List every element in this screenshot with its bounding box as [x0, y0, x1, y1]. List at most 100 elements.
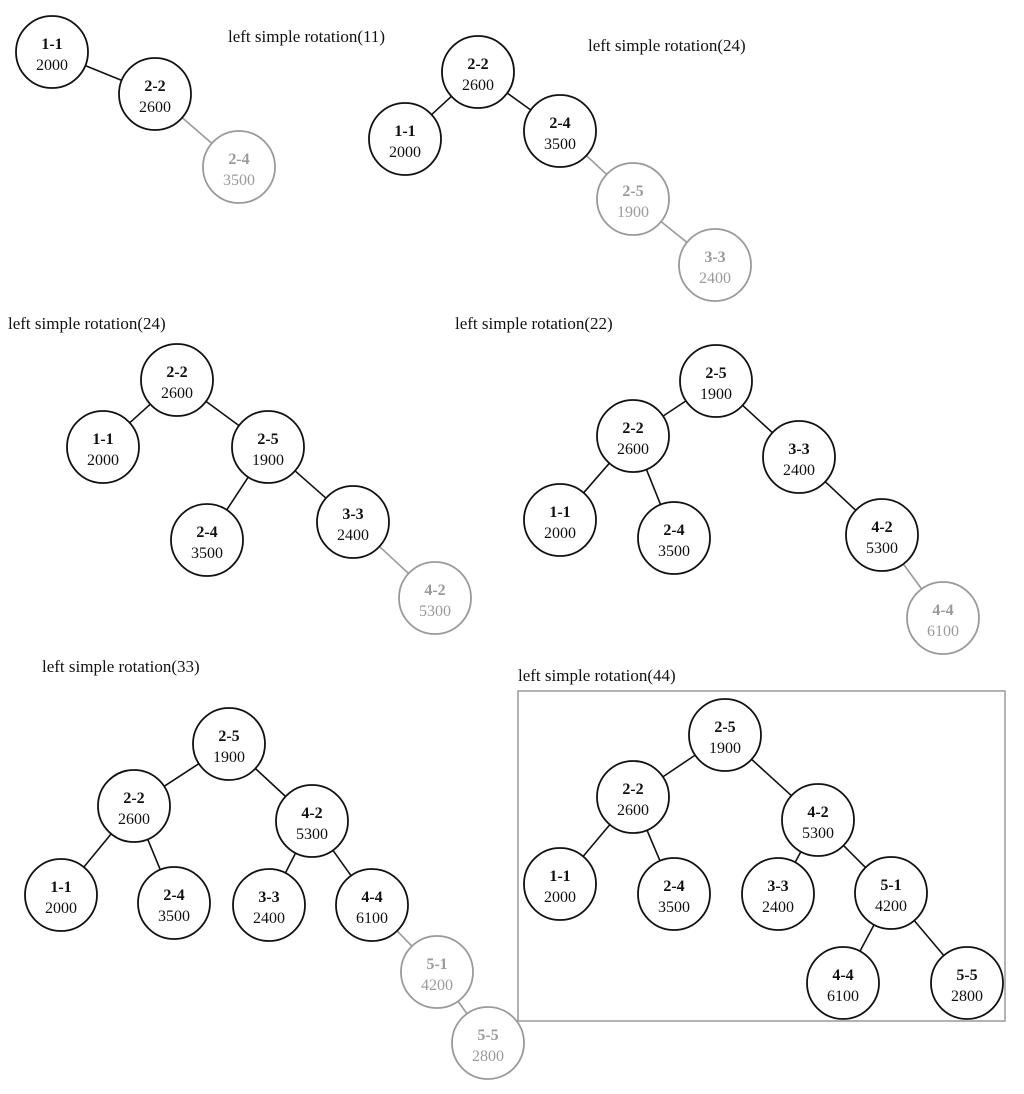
node-circle: [679, 344, 753, 418]
node-id: 2-4: [196, 524, 217, 541]
edge-n24-n25: [585, 154, 608, 176]
node-value: 5300: [802, 825, 834, 842]
node-circle: [637, 501, 711, 575]
node-value: 5300: [419, 603, 451, 620]
node-circle: [523, 94, 597, 168]
edge-n22-n24: [181, 117, 213, 144]
node-id: 2-4: [163, 887, 184, 904]
node-value: 6100: [827, 988, 859, 1005]
node-value: 1900: [617, 204, 649, 221]
node-id: 5-1: [426, 956, 447, 973]
node-id: 2-5: [714, 719, 735, 736]
node-id: 3-3: [258, 889, 279, 906]
node-id: 2-2: [622, 420, 643, 437]
node-circle: [596, 399, 670, 473]
node-value: 2000: [87, 452, 119, 469]
node-id: 2-4: [228, 151, 249, 168]
node-value: 2800: [472, 1048, 504, 1065]
edge-n22-n24: [146, 838, 162, 871]
node-circle: [398, 561, 472, 635]
node-id: 4-2: [871, 519, 892, 536]
edge-n22-n24: [646, 829, 661, 862]
node-value: 3500: [658, 899, 690, 916]
edge-n25-n33: [660, 220, 688, 244]
panel-2: left simple rotation(24)2-226001-120002-…: [368, 35, 752, 302]
node-circle: [845, 498, 919, 572]
node-value: 4200: [421, 977, 453, 994]
edge-n25-n22: [163, 763, 200, 787]
edge-n42-n33: [794, 851, 802, 863]
node-value: 1900: [213, 749, 245, 766]
edge-n25-n22: [662, 754, 696, 778]
tree-node: 2-4 3500: [170, 503, 244, 577]
node-value: 2600: [462, 77, 494, 94]
node-id: 4-4: [361, 889, 382, 906]
node-circle: [316, 485, 390, 559]
edge-n25-n33: [742, 404, 773, 434]
edge-n51-n44: [859, 924, 875, 952]
tree-node: 1-1 2000: [15, 15, 89, 89]
panel-1: left simple rotation(11)1-120002-226002-…: [15, 15, 385, 204]
node-id: 3-3: [342, 506, 363, 523]
node-circle: [232, 868, 306, 942]
node-id: 1-1: [394, 123, 415, 140]
node-value: 2400: [699, 270, 731, 287]
node-circle: [66, 410, 140, 484]
node-circle: [400, 935, 474, 1009]
node-circle: [97, 769, 171, 843]
node-id: 3-3: [788, 441, 809, 458]
node-circle: [854, 856, 928, 930]
edge-n42-n44: [902, 563, 923, 590]
node-value: 2800: [951, 988, 983, 1005]
panel-caption: left simple rotation(24): [588, 36, 746, 55]
node-circle: [596, 162, 670, 236]
node-circle: [170, 503, 244, 577]
edge-n42-n51: [842, 844, 867, 869]
node-circle: [741, 857, 815, 931]
edge-n25-n22: [662, 400, 687, 417]
tree-node: 1-1 2000: [523, 847, 597, 921]
node-value: 2600: [617, 802, 649, 819]
node-circle: [596, 760, 670, 834]
edge-n22-n11: [430, 95, 453, 116]
node-value: 1900: [700, 386, 732, 403]
panel-3: left simple rotation(24)2-226001-120002-…: [8, 314, 472, 635]
node-id: 1-1: [549, 868, 570, 885]
node-id: 1-1: [41, 36, 62, 53]
node-circle: [688, 698, 762, 772]
node-value: 2000: [36, 57, 68, 74]
tree-node: 4-4 6100: [335, 868, 409, 942]
node-value: 3500: [223, 172, 255, 189]
edge-n22-n11: [83, 833, 112, 868]
edge-n22-n25: [205, 400, 240, 427]
node-value: 6100: [356, 910, 388, 927]
edge-n33-n42: [378, 545, 410, 575]
node-value: 2400: [783, 462, 815, 479]
node-id: 2-2: [166, 364, 187, 381]
node-circle: [368, 102, 442, 176]
node-circle: [202, 130, 276, 204]
panel-caption: left simple rotation(44): [518, 666, 676, 685]
node-value: 2000: [544, 889, 576, 906]
node-value: 3500: [191, 545, 223, 562]
node-circle: [137, 866, 211, 940]
node-value: 2600: [139, 99, 171, 116]
node-circle: [24, 858, 98, 932]
